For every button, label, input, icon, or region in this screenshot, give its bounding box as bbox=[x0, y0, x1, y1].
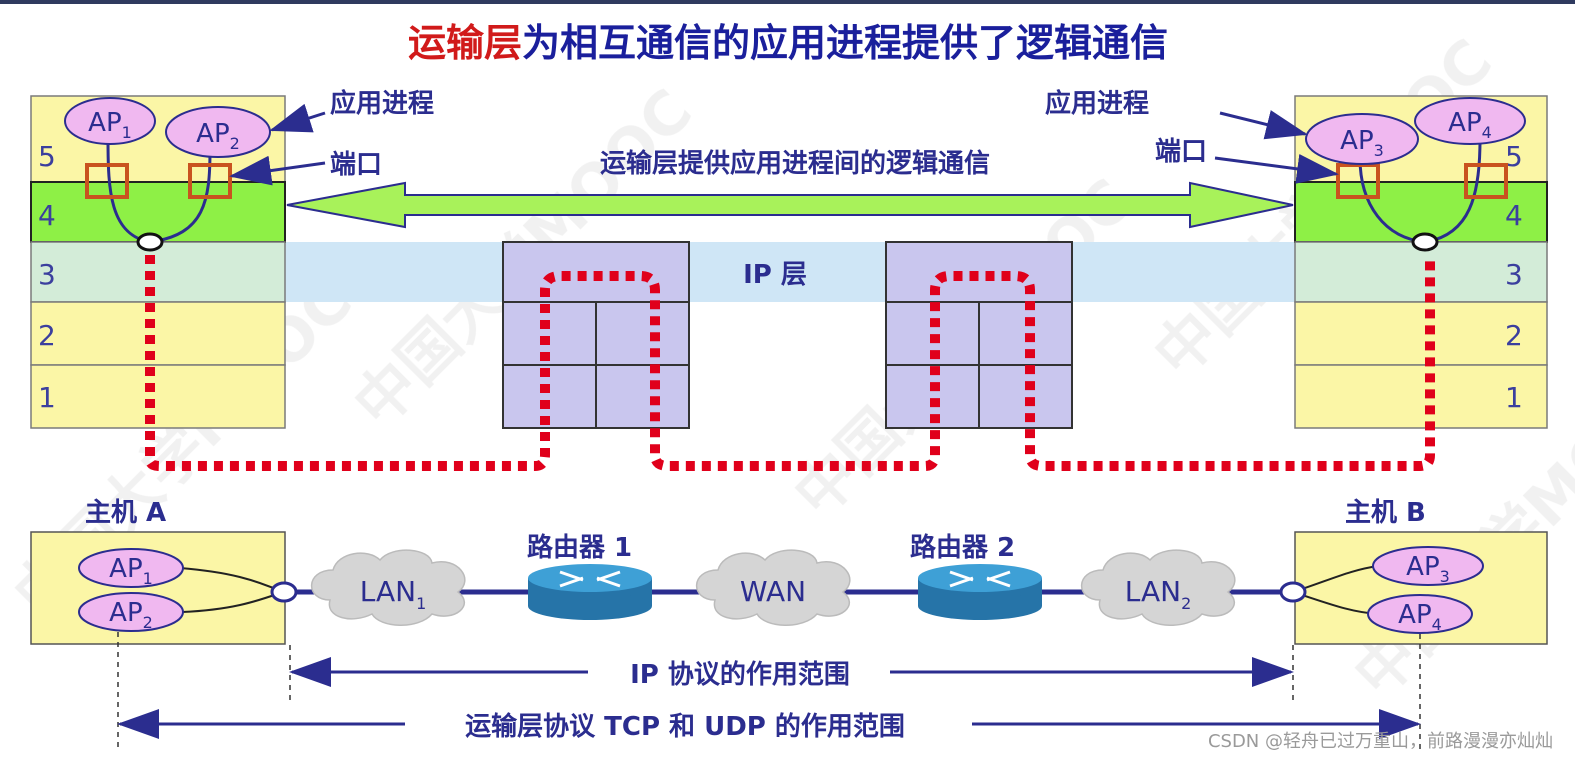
cloud-lan1: LAN1 bbox=[310, 549, 466, 626]
right-layer-5: 5 bbox=[1505, 140, 1523, 173]
pointer-arrow bbox=[1219, 110, 1308, 140]
pointer-arrow bbox=[1214, 154, 1339, 184]
ap1-bottom: AP1 bbox=[78, 548, 184, 588]
port-icon bbox=[1464, 163, 1508, 199]
page-title: 运输层为相互通信的应用进程提供了逻辑通信 bbox=[408, 21, 1168, 65]
left-layer-1: 1 bbox=[38, 381, 56, 414]
svg-text:LAN1: LAN1 bbox=[360, 575, 427, 613]
router-box-2 bbox=[885, 241, 1073, 429]
ap4-bottom: AP4 bbox=[1367, 594, 1473, 634]
socket-icon bbox=[270, 581, 298, 603]
svg-text:LAN2: LAN2 bbox=[1125, 575, 1192, 613]
ap3-bottom: AP3 bbox=[1372, 546, 1484, 586]
cloud-lan2: LAN2 bbox=[1080, 549, 1236, 626]
title-red: 运输层 bbox=[408, 21, 522, 65]
ip-layer-band bbox=[285, 242, 1295, 302]
port-label-left: 端口 bbox=[330, 150, 382, 180]
right-layer-1: 1 bbox=[1505, 381, 1523, 414]
right-layer-3: 3 bbox=[1505, 258, 1523, 291]
svg-text:AP1: AP1 bbox=[88, 108, 132, 142]
host-a-label: 主机 A bbox=[85, 498, 166, 528]
top-border bbox=[0, 0, 1575, 4]
footer-credit: CSDN @轻舟已过万重山，前路漫漫亦灿灿 bbox=[1208, 731, 1553, 752]
right-layer-4: 4 bbox=[1505, 199, 1523, 232]
router2-label: 路由器 2 bbox=[910, 532, 1015, 563]
cloud-wan: WAN bbox=[695, 549, 851, 626]
left-layer-2: 2 bbox=[38, 319, 56, 352]
svg-text:AP1: AP1 bbox=[109, 554, 153, 588]
right-layer-2: 2 bbox=[1505, 319, 1523, 352]
pointer-arrow bbox=[269, 103, 326, 133]
router-icon bbox=[918, 564, 1042, 620]
svg-text:AP3: AP3 bbox=[1406, 552, 1450, 586]
router1-label: 路由器 1 bbox=[527, 532, 632, 563]
left-layer-3: 3 bbox=[38, 258, 56, 291]
svg-text:AP4: AP4 bbox=[1398, 600, 1442, 634]
socket-icon bbox=[1411, 232, 1439, 252]
port-label-right: 端口 bbox=[1155, 137, 1207, 167]
ap1-top: AP1 bbox=[64, 97, 156, 145]
transport-scope-label: 运输层协议 TCP 和 UDP 的作用范围 bbox=[465, 711, 905, 742]
title-rest: 为相互通信的应用进程提供了逻辑通信 bbox=[522, 21, 1168, 65]
socket-icon bbox=[1279, 581, 1307, 603]
pointer-arrow bbox=[229, 155, 326, 186]
svg-text:AP2: AP2 bbox=[196, 119, 240, 153]
svg-text:WAN: WAN bbox=[740, 575, 806, 608]
ap4-top: AP4 bbox=[1414, 97, 1526, 145]
svg-text:AP2: AP2 bbox=[109, 598, 153, 632]
ap3-top: AP3 bbox=[1305, 113, 1419, 165]
ip-scope-label: IP 协议的作用范围 bbox=[630, 659, 850, 690]
router-icon bbox=[528, 564, 652, 620]
ap2-bottom: AP2 bbox=[78, 592, 184, 632]
app-process-label-left: 应用进程 bbox=[330, 88, 434, 119]
host-b-label: 主机 B bbox=[1345, 498, 1426, 528]
app-process-label-right: 应用进程 bbox=[1045, 88, 1149, 119]
svg-text:AP4: AP4 bbox=[1448, 108, 1492, 142]
logical-comm-label: 运输层提供应用进程间的逻辑通信 bbox=[600, 148, 990, 179]
left-layer-4: 4 bbox=[38, 199, 56, 232]
ap2-top: AP2 bbox=[165, 106, 271, 158]
svg-text:AP3: AP3 bbox=[1340, 126, 1384, 160]
socket-icon bbox=[136, 232, 164, 252]
logical-comm-arrow bbox=[286, 181, 1294, 229]
port-icon bbox=[85, 163, 129, 199]
left-layer-5: 5 bbox=[38, 140, 56, 173]
router-box-1 bbox=[502, 241, 690, 429]
ip-layer-label: IP 层 bbox=[743, 260, 807, 290]
